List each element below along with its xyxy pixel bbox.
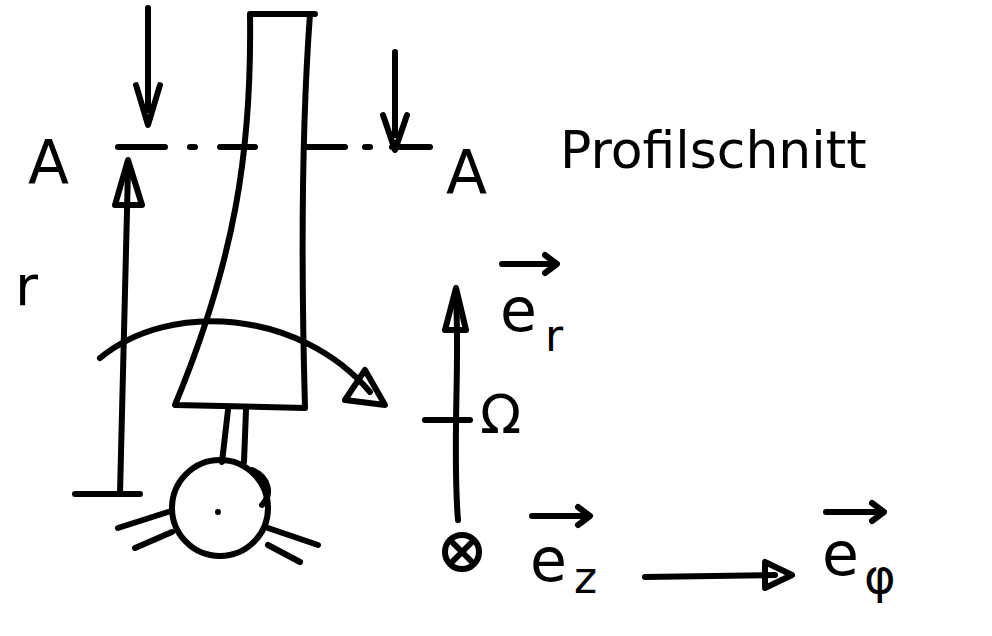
section-letter: A [446, 142, 487, 202]
subscript: φ [864, 552, 896, 600]
vector-arrow [502, 255, 557, 273]
omega-tick [425, 417, 470, 423]
hub-marks [118, 470, 318, 562]
vector-arrow [826, 503, 884, 521]
subscript: r [545, 314, 563, 358]
unit-vector-symbol: e [822, 519, 859, 589]
section-letter: A [446, 137, 487, 207]
radius-arrowhead [115, 160, 142, 205]
unit-vector-symbol: e [500, 275, 537, 345]
unit-vector-symbol: e [530, 525, 567, 595]
blade-root [222, 410, 246, 462]
hub-circle [172, 460, 268, 556]
unit-vector-symbol: e [530, 530, 567, 590]
section-line [118, 144, 430, 150]
into-page-symbol [445, 535, 479, 569]
radius-symbol: r [15, 253, 38, 318]
unit-vector-symbol: e [822, 524, 859, 584]
section-title: Profilschnitt [560, 120, 867, 180]
vector-arrow [532, 507, 590, 525]
section-letter: A [28, 132, 69, 192]
section-arrow [136, 8, 407, 150]
angular-velocity-symbol: Ω [480, 388, 521, 442]
subscript: r [545, 310, 563, 361]
direction-arrowhead [765, 562, 792, 588]
radial-arrowhead [445, 288, 466, 330]
direction-arrow [645, 575, 775, 577]
unit-vector-symbol: e [500, 280, 537, 340]
blade-outline [175, 14, 315, 408]
radius-arrow [75, 170, 140, 494]
angular-velocity-symbol: Ω [480, 383, 521, 446]
section-letter: A [28, 127, 69, 197]
section-title: Profilschnitt [560, 124, 867, 176]
subscript: z [574, 552, 597, 603]
subscript: z [574, 556, 597, 600]
rotation-arrow [100, 321, 370, 392]
radius-symbol: r [15, 258, 38, 314]
subscript: φ [864, 548, 896, 604]
rotation-arrowhead [345, 370, 385, 405]
